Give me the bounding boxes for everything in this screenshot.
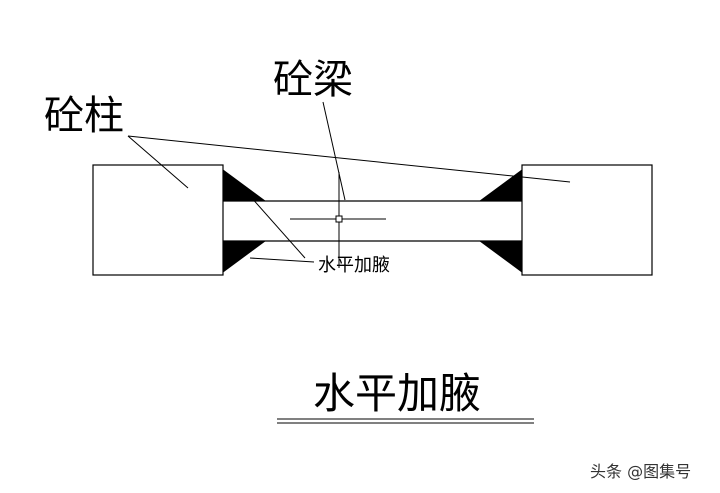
leader-haunch-upper [249,195,306,259]
haunch-right-top [478,169,523,202]
beam-label: 砼梁 [273,57,353,103]
leader-column-right [127,135,571,183]
column-label: 砼柱 [44,93,124,139]
watermark: 头条 @图集号 [590,462,692,481]
haunch-left-bottom [222,240,267,273]
haunch-label: 水平加腋 [318,255,390,276]
leader-haunch-lower [249,257,315,263]
right-column [521,164,653,276]
crosshair-box [335,215,343,223]
haunch-left-top [222,169,267,202]
left-column [92,164,224,276]
haunch-right-bottom [478,240,523,273]
leader-beam [322,101,346,201]
drawing-title: 水平加腋 [313,369,482,418]
leader-column-left [127,135,189,189]
